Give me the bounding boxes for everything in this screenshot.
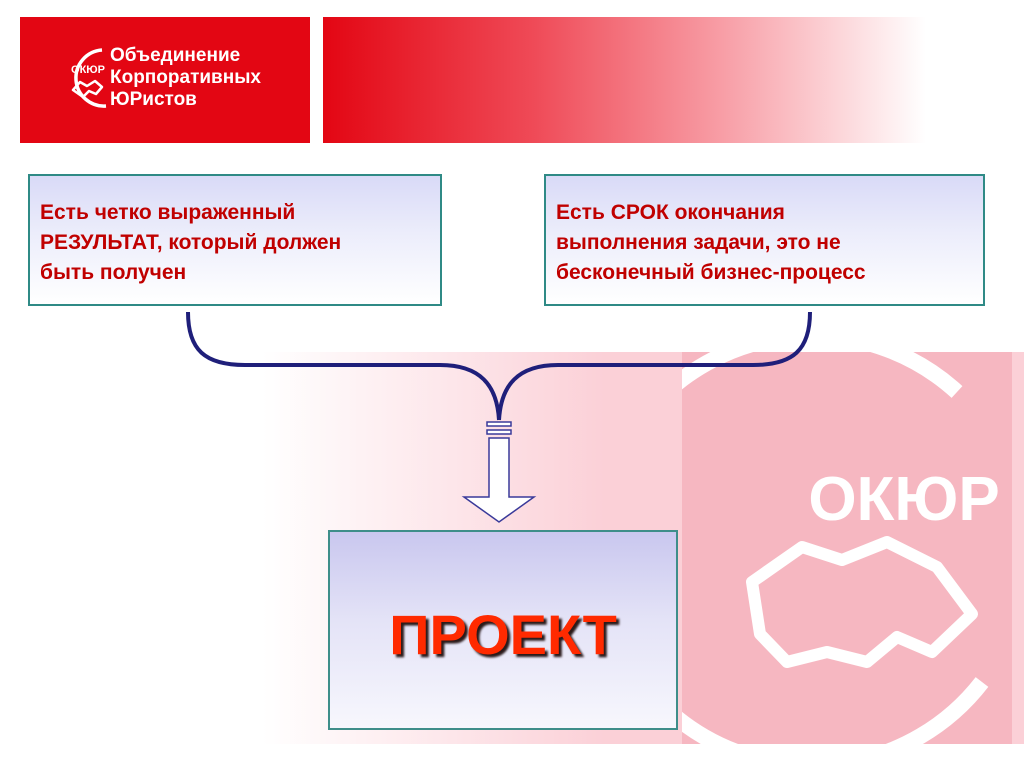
- project-label: ПРОЕКТ: [389, 603, 617, 666]
- logo-emblem-text: ОКЮР: [71, 64, 105, 76]
- deadline-condition-line-1: Есть СРОК окончания: [556, 201, 785, 224]
- handshake-logo-icon: ОКЮР: [71, 48, 107, 108]
- brace-right-arm: [497, 311, 812, 421]
- result-condition-text: Есть четко выраженный РЕЗУЛЬТАТ, который…: [40, 198, 430, 288]
- deadline-condition-box: Есть СРОК окончания выполнения задачи, э…: [544, 174, 985, 306]
- deadline-condition-line-2: выполнения задачи, это не: [556, 231, 841, 254]
- result-condition-box: Есть четко выраженный РЕЗУЛЬТАТ, который…: [28, 174, 442, 306]
- result-condition-line-1: Есть четко выраженный: [40, 201, 296, 224]
- logo-line-2: Корпоративных: [110, 67, 261, 88]
- header-gradient-band: [323, 17, 1024, 143]
- logo-line-3: ЮРистов: [110, 89, 197, 110]
- deadline-condition-text: Есть СРОК окончания выполнения задачи, э…: [556, 198, 973, 288]
- watermark-handshake-icon: [746, 536, 978, 668]
- logo-line-1: Объединение: [110, 45, 241, 66]
- deadline-condition-line-3: бесконечный бизнес-процесс: [556, 261, 866, 284]
- down-arrow-icon: [461, 421, 537, 523]
- result-condition-line-2: РЕЗУЛЬТАТ, который должен: [40, 231, 342, 254]
- brace-left-arm: [186, 311, 501, 421]
- result-condition-line-3: быть получен: [40, 261, 187, 284]
- logo-block: ОКЮР Объединение Корпоративных ЮРистов: [20, 17, 310, 143]
- watermark-text: ОКЮР: [808, 465, 999, 534]
- project-box: ПРОЕКТ: [328, 530, 678, 730]
- logo-text: Объединение Корпоративных ЮРистов: [110, 45, 261, 111]
